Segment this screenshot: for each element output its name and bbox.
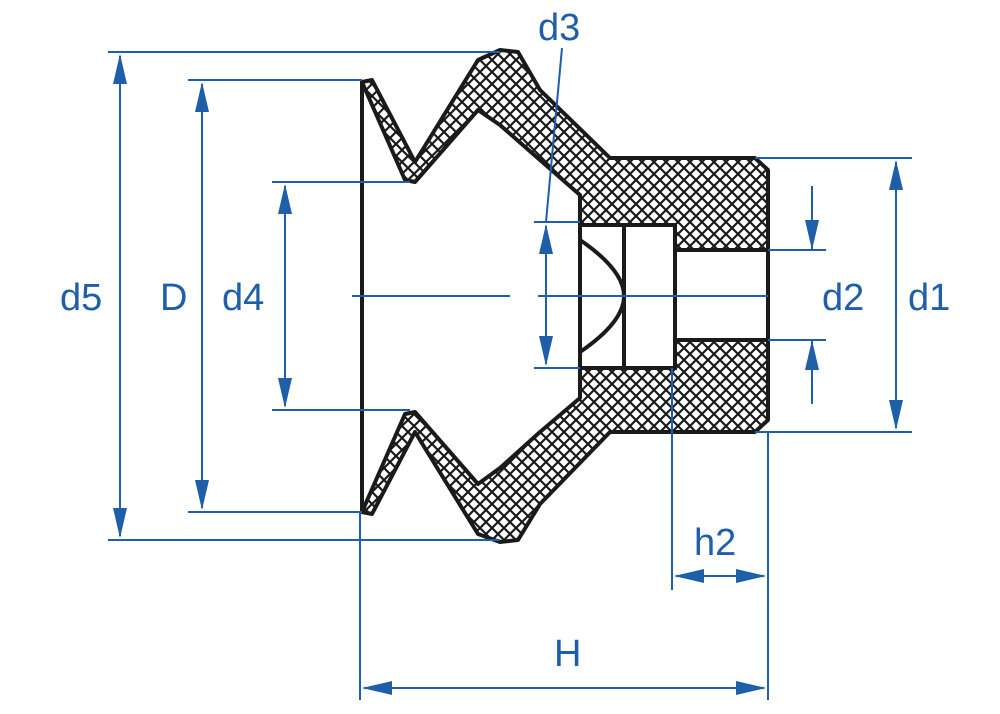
label-d1: d1	[908, 277, 950, 319]
dimension-labels: d5 D d4 d3 d2 d1 h2 H	[60, 7, 950, 675]
D-arrow-bottom	[195, 480, 209, 510]
H-arrow-right	[736, 681, 766, 695]
label-d2: d2	[822, 277, 864, 319]
upper-bellows-wall	[360, 48, 770, 252]
label-D: D	[160, 277, 187, 319]
label-d3: d3	[538, 7, 580, 49]
d2-arrow-top	[805, 220, 819, 250]
dimension-lines	[108, 47, 912, 700]
d3-leader	[545, 47, 563, 223]
d1-extension-lines	[755, 157, 912, 433]
d4-arrow-top	[278, 184, 292, 214]
label-d5: d5	[60, 277, 102, 319]
D-extension-lines	[188, 79, 362, 513]
d3-extension-lines	[534, 221, 580, 369]
d5-extension-lines	[108, 51, 500, 541]
label-h2: h2	[694, 522, 736, 564]
h2-arrow-left	[674, 569, 704, 583]
d3-arrow-top	[539, 224, 553, 254]
d4-extension-lines	[272, 181, 410, 411]
cup-body	[360, 48, 770, 544]
h2-extension-lines	[671, 368, 769, 590]
lower-bellows-wall	[360, 338, 770, 544]
d5-arrow-top	[113, 54, 127, 84]
d2-arrow-bottom	[805, 340, 819, 370]
d3-arrow-bottom	[539, 336, 553, 366]
D-arrow-top	[195, 82, 209, 112]
d1-arrow-bottom	[889, 400, 903, 430]
d1-arrow-top	[889, 160, 903, 190]
d4-arrow-bottom	[278, 378, 292, 408]
H-extension-lines	[359, 512, 769, 700]
label-H: H	[554, 633, 581, 675]
label-d4: d4	[222, 277, 264, 319]
d5-arrow-bottom	[113, 508, 127, 538]
h2-arrow-right	[736, 569, 766, 583]
H-arrow-left	[362, 681, 392, 695]
d2-extension-lines	[768, 249, 826, 341]
